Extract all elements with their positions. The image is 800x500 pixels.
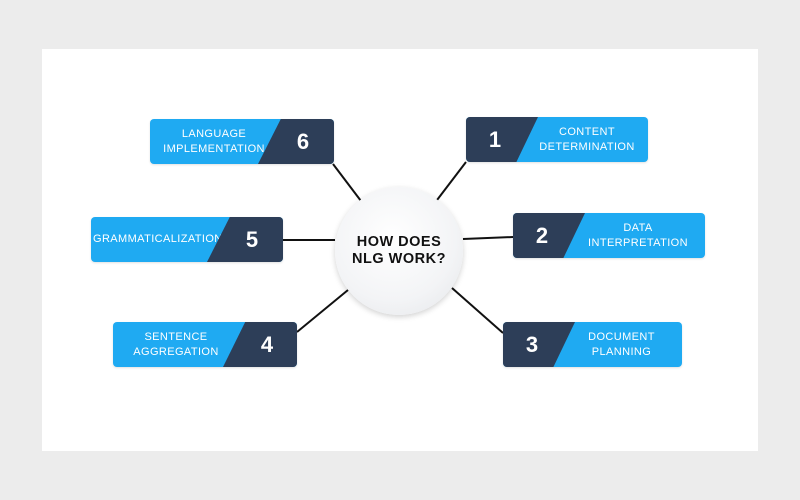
step-3-label-line2: PLANNING	[591, 345, 652, 358]
step-1-label: CONTENT DETERMINATION	[526, 117, 648, 162]
step-2-label: DATA INTERPRETATION	[571, 213, 705, 258]
step-6-label: LANGUAGE IMPLEMENTATION	[150, 119, 278, 164]
step-1-label-line1: CONTENT	[559, 125, 615, 138]
step-1-number: 1	[488, 126, 502, 152]
step-5-label: GRAMMATICALIZATION	[91, 217, 223, 262]
step-4-number: 4	[260, 331, 274, 357]
connector-step-6	[332, 163, 362, 202]
hub-title: HOW DOES NLG WORK?	[352, 234, 446, 267]
step-6-label-line1: LANGUAGE	[181, 127, 247, 140]
step-4-label-line2: AGGREGATION	[133, 345, 219, 358]
step-3-box: 3 DOCUMENT PLANNING	[503, 322, 682, 367]
step-3-number: 3	[525, 331, 539, 357]
connector-step-1	[433, 161, 467, 205]
step-1-box: 1 CONTENT DETERMINATION	[466, 117, 648, 162]
hub-circle: HOW DOES NLG WORK?	[335, 187, 463, 315]
step-4-label-line1: SENTENCE	[144, 330, 208, 343]
step-6-box: LANGUAGE IMPLEMENTATION 6	[150, 119, 334, 164]
step-4-label: SENTENCE AGGREGATION	[113, 322, 239, 367]
step-3-label: DOCUMENT PLANNING	[561, 322, 682, 367]
step-1-label-line2: DETERMINATION	[539, 140, 635, 153]
step-2-label-line1: DATA	[623, 221, 653, 234]
connector-step-3	[451, 287, 504, 334]
step-2-number: 2	[535, 222, 549, 248]
step-4-box: SENTENCE AGGREGATION 4	[113, 322, 297, 367]
step-5-number-panel: 5	[207, 217, 283, 262]
step-6-label-line2: IMPLEMENTATION	[163, 142, 265, 155]
step-2-box: 2 DATA INTERPRETATION	[513, 213, 705, 258]
connector-step-4	[296, 289, 349, 333]
step-5-label-line1: GRAMMATICALIZATION	[93, 233, 223, 245]
step-6-number: 6	[296, 128, 310, 154]
step-5-box: GRAMMATICALIZATION 5	[91, 217, 283, 262]
step-3-label-line1: DOCUMENT	[588, 330, 655, 343]
step-2-label-line2: INTERPRETATION	[588, 236, 688, 249]
step-5-number: 5	[245, 226, 259, 252]
connector-step-2	[462, 236, 514, 240]
